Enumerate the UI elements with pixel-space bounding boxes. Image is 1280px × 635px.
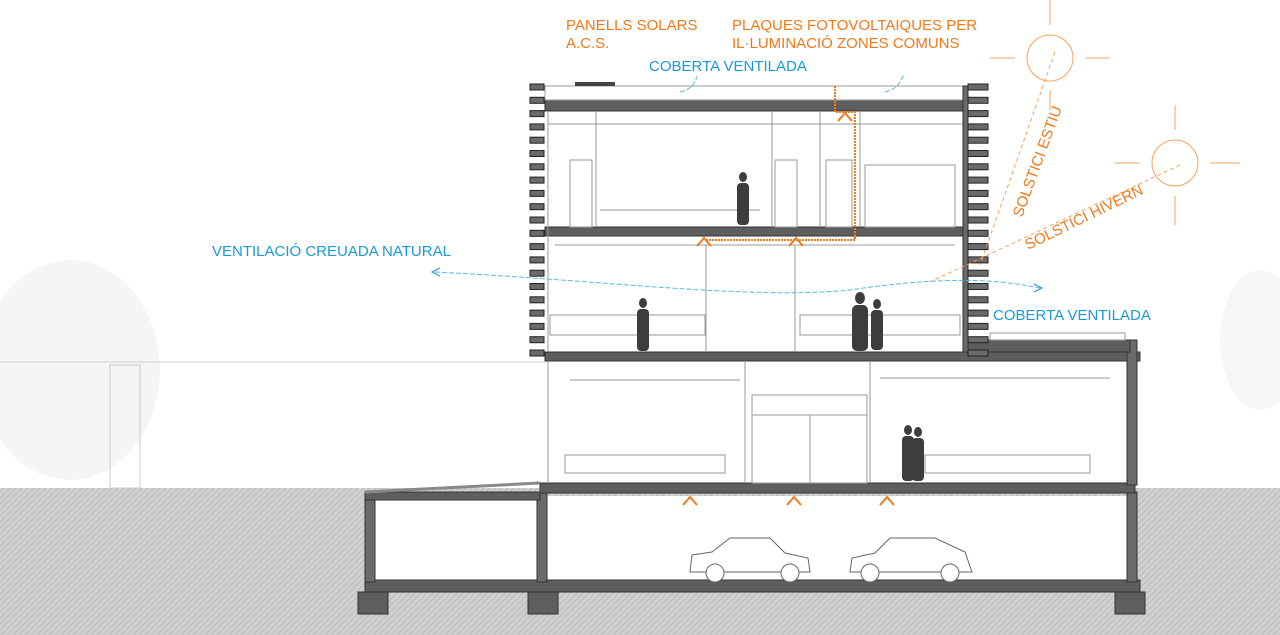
- right-column: [962, 85, 969, 353]
- louver: [529, 309, 545, 317]
- louver: [967, 283, 989, 290]
- sun-rays: [929, 51, 1181, 283]
- label-winter-solstice: SOLSTICI HIVERN: [1022, 182, 1146, 254]
- label-summer-solstice: SOLSTICI ESTIU: [1010, 104, 1066, 219]
- louver: [529, 176, 545, 184]
- label-solar-panels-2: A.C.S.: [566, 35, 609, 52]
- second-floor-slab: [544, 226, 966, 237]
- louver: [529, 296, 545, 304]
- heat-circulation: [705, 86, 856, 241]
- louver: [529, 96, 545, 104]
- right-wall: [1126, 339, 1138, 486]
- louver: [967, 309, 989, 317]
- louver: [967, 110, 989, 118]
- louver: [967, 83, 989, 91]
- sun-winter-icon: [1115, 105, 1240, 225]
- louver: [529, 150, 545, 157]
- louver: [967, 150, 989, 157]
- louver: [529, 322, 545, 330]
- louver: [967, 256, 989, 264]
- louver: [967, 176, 989, 184]
- label-cross-ventilation: VENTILACIÓ CREUADA NATURAL: [212, 243, 451, 260]
- louver: [967, 296, 989, 304]
- louver: [529, 163, 545, 171]
- louver: [529, 269, 545, 277]
- louver: [529, 83, 545, 91]
- louver: [967, 123, 989, 131]
- ground-floor-slab: [539, 482, 1136, 494]
- roof-deck: [544, 85, 964, 101]
- car-1: [689, 537, 811, 583]
- first-floor-slab: [544, 351, 1141, 362]
- label-ventilated-roof-side: COBERTA VENTILADA: [993, 307, 1151, 324]
- louver: [529, 243, 545, 251]
- louver: [967, 322, 989, 330]
- heat-arrows: [682, 111, 895, 506]
- louver: [967, 336, 989, 344]
- side-roof-deck: [989, 332, 1126, 341]
- louver: [529, 203, 545, 211]
- ventilation-flow: [434, 73, 1041, 294]
- side-roof: [964, 339, 1131, 353]
- louver: [529, 216, 545, 224]
- louver: [529, 349, 545, 357]
- label-photovoltaic-1: PLAQUES FOTOVOLTAIQUES PER: [732, 17, 977, 34]
- solar-panel: [575, 82, 615, 86]
- louver: [967, 349, 989, 357]
- louver: [967, 136, 989, 144]
- ventilation-arrow-left-icon: [430, 267, 441, 277]
- louver: [529, 256, 545, 264]
- ventilation-arrow-right-icon: [1033, 283, 1044, 293]
- label-solar-panels-1: PANELLS SOLARS: [566, 17, 697, 34]
- background-trees: [0, 260, 1280, 480]
- louver: [529, 136, 545, 144]
- people: [637, 172, 924, 481]
- louver: [529, 229, 545, 237]
- facade-louvers: [529, 83, 989, 357]
- louver: [967, 189, 989, 197]
- louver: [529, 336, 545, 344]
- label-photovoltaic-2: IL·LUMINACIÓ ZONES COMUNS: [732, 35, 960, 52]
- ground-floor-interior: [547, 361, 1110, 484]
- roof-slab: [544, 99, 966, 112]
- louver: [967, 243, 989, 251]
- louver: [967, 269, 989, 277]
- upper-interior: [547, 111, 963, 352]
- louver: [529, 110, 545, 118]
- louver: [529, 123, 545, 131]
- louver: [967, 96, 989, 104]
- car-2: [849, 537, 973, 583]
- louver: [967, 163, 989, 171]
- louver: [529, 189, 545, 197]
- louver: [529, 283, 545, 290]
- louver: [967, 229, 989, 237]
- label-ventilated-roof-top: COBERTA VENTILADA: [649, 58, 807, 75]
- ramp: [364, 481, 541, 494]
- sun-summer-icon: [990, 0, 1110, 110]
- louver: [967, 216, 989, 224]
- louver: [967, 203, 989, 211]
